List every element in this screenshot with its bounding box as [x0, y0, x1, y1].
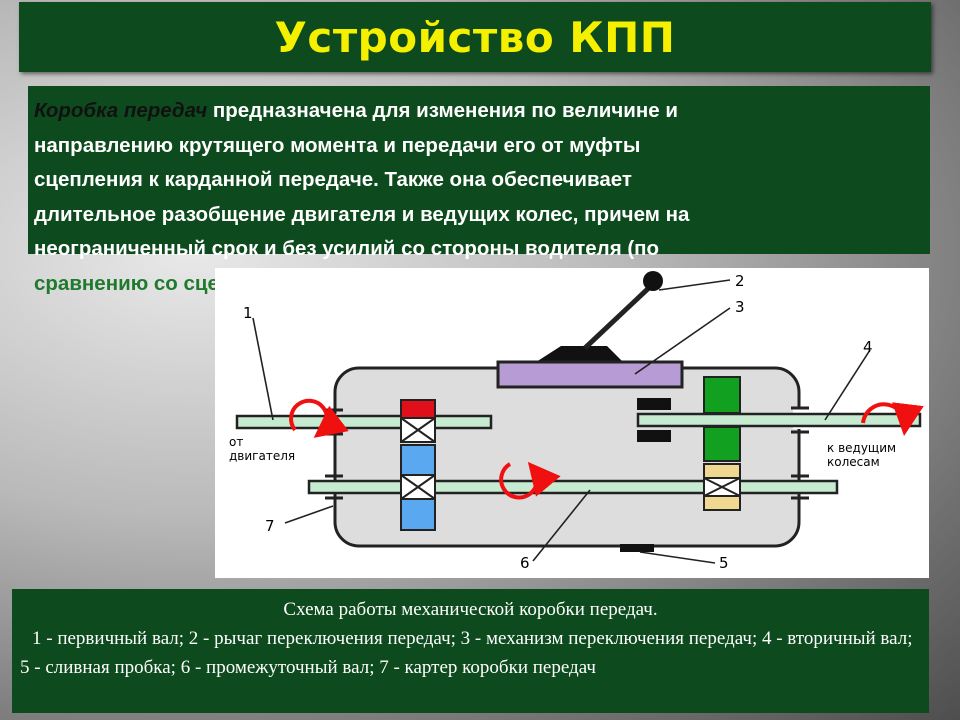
label-6: 6: [520, 554, 530, 572]
drain-plug: [620, 544, 654, 552]
gearbox-svg: 1 2 3 4 5 6 7 от двигателя к ведущим кол…: [229, 271, 924, 572]
gear-blue-upper: [400, 444, 436, 476]
label-to-wheels-1: к ведущим: [827, 441, 896, 455]
shift-mechanism: [496, 360, 684, 389]
synchro-sleeve-bottom: [637, 430, 671, 442]
rotation-arrow-intermediate: [499, 461, 561, 500]
caption-box: Схема работы механической коробки переда…: [12, 589, 929, 713]
page-title: Устройство КПП: [274, 12, 676, 62]
intermediate-shaft: [307, 479, 839, 495]
rotation-arrow-input: [289, 398, 349, 438]
intro-line-4: длительное разобщение двигателя и ведущи…: [34, 202, 690, 226]
primary-shaft: [235, 414, 493, 430]
leader-lines: [252, 279, 871, 564]
gear-green-upper: [703, 376, 741, 414]
secondary-shaft: [636, 412, 922, 428]
caption-legend: 1 - первичный вал; 2 - рычаг переключени…: [20, 628, 913, 678]
intro-line-2: направлению крутящего момента и передачи…: [34, 133, 641, 157]
gear-yellow-upper: [703, 463, 741, 479]
label-5: 5: [719, 554, 729, 572]
shift-lever: [583, 282, 655, 350]
label-2: 2: [735, 272, 745, 290]
intro-text-box: Коробка передач предназначена для измене…: [28, 86, 930, 295]
rotation-arrow-output: [861, 402, 924, 436]
gear-yellow-lower: [703, 495, 741, 511]
caption-title: Схема работы механической коробки переда…: [283, 599, 658, 620]
gear-green-lower: [703, 426, 741, 462]
gearbox-diagram: 1 2 3 4 5 6 7 от двигателя к ведущим кол…: [215, 268, 929, 578]
label-3: 3: [735, 298, 745, 316]
label-from-engine-2: двигателя: [229, 449, 295, 463]
label-to-wheels-2: колесам: [827, 455, 880, 469]
shift-lever-base: [533, 346, 625, 364]
intro-line-5: неограниченный срок и без усилий со стор…: [34, 237, 660, 260]
intro-line-1: Коробка передач предназначена для измене…: [34, 94, 924, 129]
label-7: 7: [265, 517, 275, 535]
gear-red: [400, 399, 436, 419]
label-1: 1: [243, 304, 253, 322]
intro-term: Коробка передач: [34, 99, 208, 122]
label-from-engine-1: от: [229, 435, 243, 449]
label-4: 4: [863, 338, 873, 356]
intro-line-3: сцепления к карданной передаче. Также он…: [34, 168, 632, 191]
intro-line-1-text: предназначена для изменения по величине …: [207, 99, 678, 122]
shift-lever-knob: [643, 271, 663, 291]
title-bar: Устройство КПП: [19, 2, 931, 72]
synchro-sleeve-top: [637, 398, 671, 410]
gear-blue-lower: [400, 498, 436, 531]
